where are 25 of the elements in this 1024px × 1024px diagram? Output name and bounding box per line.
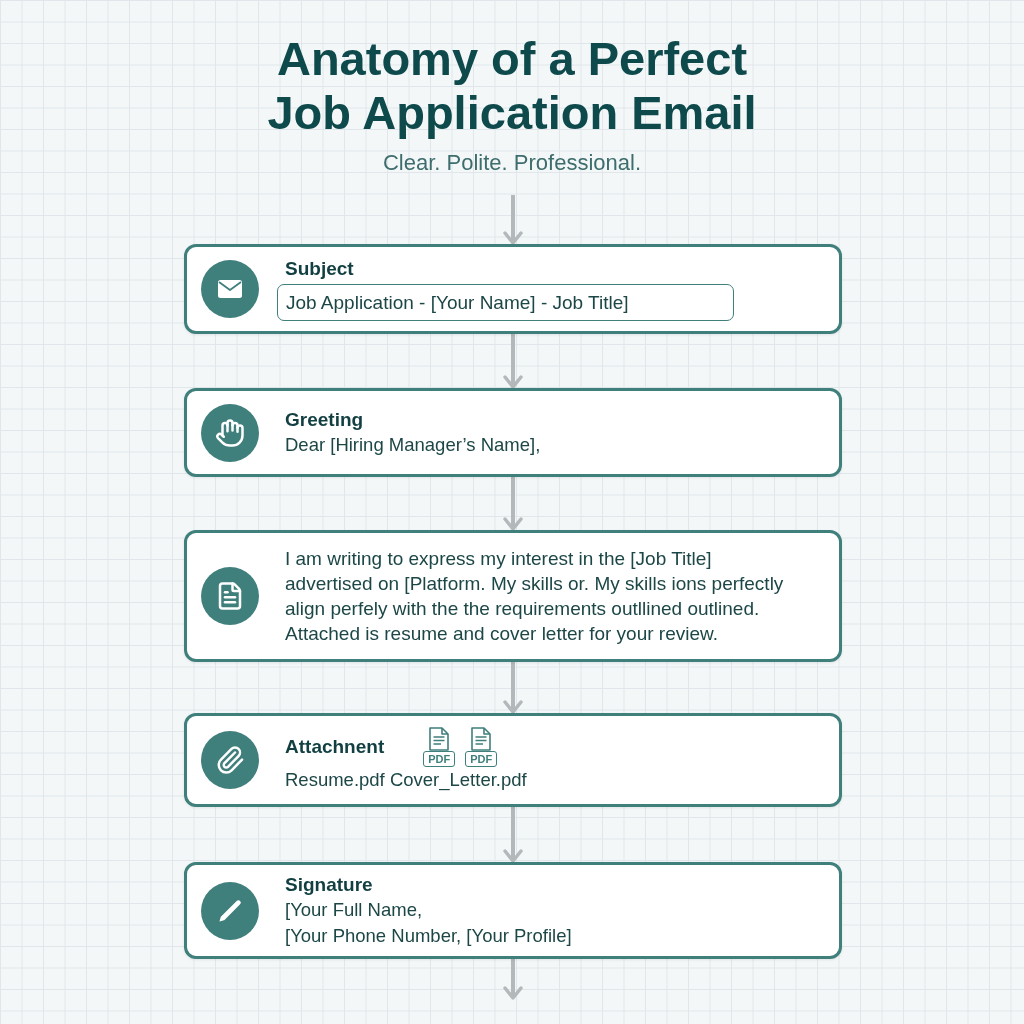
section-heading: Subject — [285, 257, 355, 281]
section-card — [184, 713, 842, 807]
subtitle: Clear. Polite. Professional. — [383, 149, 641, 177]
body-text: Dear [Hiring Manager’s Name], — [285, 432, 542, 457]
section-card — [184, 244, 842, 334]
section-card — [184, 530, 842, 662]
arrow — [503, 477, 523, 531]
arrow — [503, 662, 523, 714]
body-text: [Your Phone Number, [Your Profile] — [285, 923, 573, 948]
arrow — [503, 195, 523, 245]
file-type-tag: PDF — [465, 751, 498, 767]
body-text: Resume.pdf Cover_Letter.pdf — [285, 768, 528, 793]
section-card — [184, 388, 842, 477]
section-heading: Signature — [285, 872, 374, 897]
section-heading: Greeting — [285, 407, 365, 432]
subject-line-field: Job Application - [Your Name] - Job Title] — [277, 284, 734, 321]
body-text: I am writing to express my interest in the [Job Title] advertised on [Platform. My skills or. My skills ions perfectly align perfely with the the requirements outllined outlined. Attached is resume and cover letter for your review. — [285, 547, 785, 646]
body-text: [Your Full Name, — [285, 897, 424, 922]
section-heading: Attachnent — [285, 735, 385, 759]
file-type-tag: PDF — [423, 751, 456, 767]
arrow — [503, 959, 523, 1000]
arrow — [503, 807, 523, 863]
section-card — [184, 862, 842, 959]
arrow — [503, 334, 523, 389]
page-title: Anatomy of a Perfect Job Application Email — [266, 32, 758, 140]
